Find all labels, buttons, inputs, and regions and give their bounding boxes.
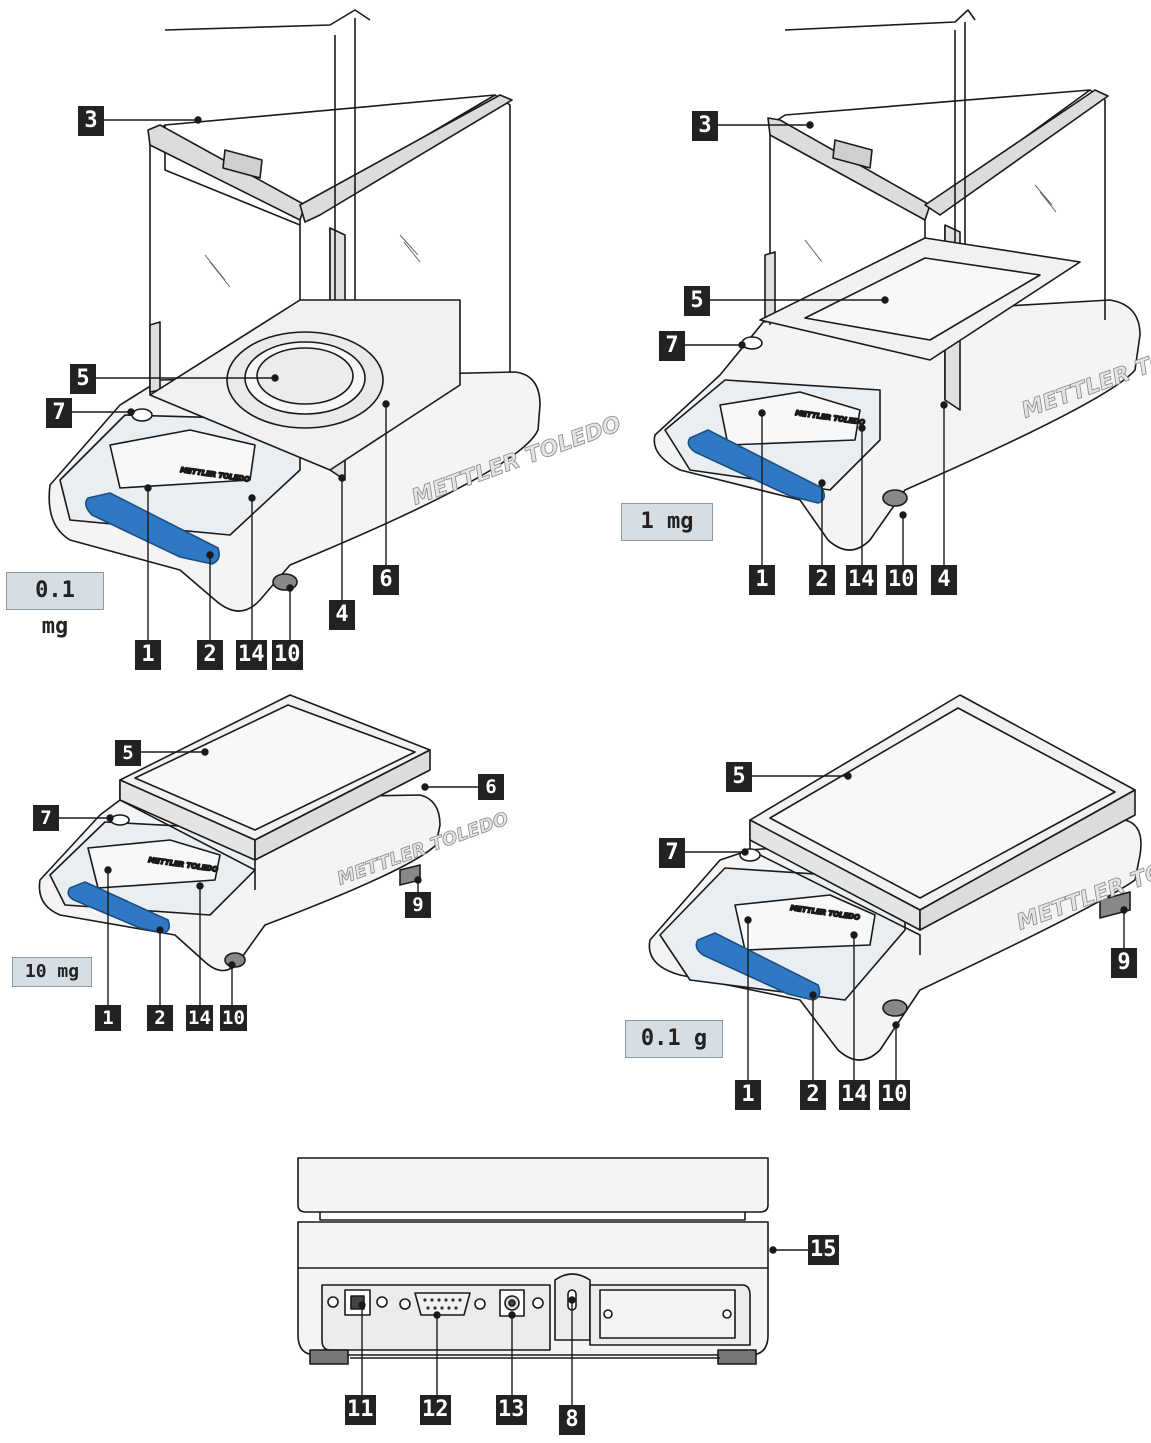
callout-15: 15 (808, 1235, 839, 1265)
callout-10: 10 (879, 1080, 910, 1110)
callout-2: 2 (809, 565, 835, 595)
callout-7: 7 (33, 805, 59, 831)
callout-12: 12 (420, 1395, 451, 1425)
callout-3: 3 (78, 106, 104, 136)
callout-7: 7 (46, 398, 72, 428)
callout-14: 14 (839, 1080, 870, 1110)
callout-1: 1 (95, 1005, 121, 1031)
callout-2: 2 (800, 1080, 826, 1110)
callout-10: 10 (220, 1005, 247, 1031)
callout-11: 11 (345, 1395, 376, 1425)
semi-micro-balance: METTLER TOLEDO METTLER TOLEDO (653, 9, 1151, 551)
callout-5: 5 (70, 364, 96, 394)
resolution-badge-precision-large: 0.1 g (625, 1020, 723, 1058)
callout-1: 1 (735, 1080, 761, 1110)
callout-8: 8 (559, 1405, 585, 1435)
resolution-badge-analytical: 0.1 mg (6, 572, 104, 639)
leader-lines (58, 116, 1128, 1405)
callout-5: 5 (684, 286, 710, 316)
callout-1: 1 (749, 565, 775, 595)
callout-3: 3 (692, 111, 718, 141)
analytical-balance: METTLER TOLEDO METTLER TOLEDO (48, 9, 625, 612)
precision-balance-small: METTLER TOLEDO METTLER TOLEDO (38, 694, 512, 972)
callout-1: 1 (135, 640, 161, 670)
callout-7: 7 (659, 838, 685, 868)
callout-14: 14 (236, 640, 267, 670)
callout-10: 10 (886, 565, 917, 595)
callout-14: 14 (846, 565, 877, 595)
callout-9: 9 (1111, 948, 1137, 978)
resolution-badge-precision-small: 10 mg (12, 957, 92, 987)
callout-10: 10 (272, 640, 303, 670)
callout-2: 2 (197, 640, 223, 670)
callout-6: 6 (478, 774, 504, 800)
callout-5: 5 (115, 740, 141, 766)
callout-5: 5 (726, 762, 752, 792)
precision-balance-large: METTLER TOLEDO METTLER TOLEDO (648, 694, 1151, 1061)
callout-4: 4 (931, 565, 957, 595)
callout-4: 4 (329, 600, 355, 630)
rear-view (297, 1157, 769, 1365)
callout-7: 7 (659, 331, 685, 361)
resolution-badge-semi-micro: 1 mg (621, 503, 713, 541)
callout-14: 14 (186, 1005, 213, 1031)
callout-6: 6 (373, 565, 399, 595)
callout-13: 13 (496, 1395, 527, 1425)
callout-2: 2 (147, 1005, 173, 1031)
callout-9: 9 (405, 892, 431, 918)
